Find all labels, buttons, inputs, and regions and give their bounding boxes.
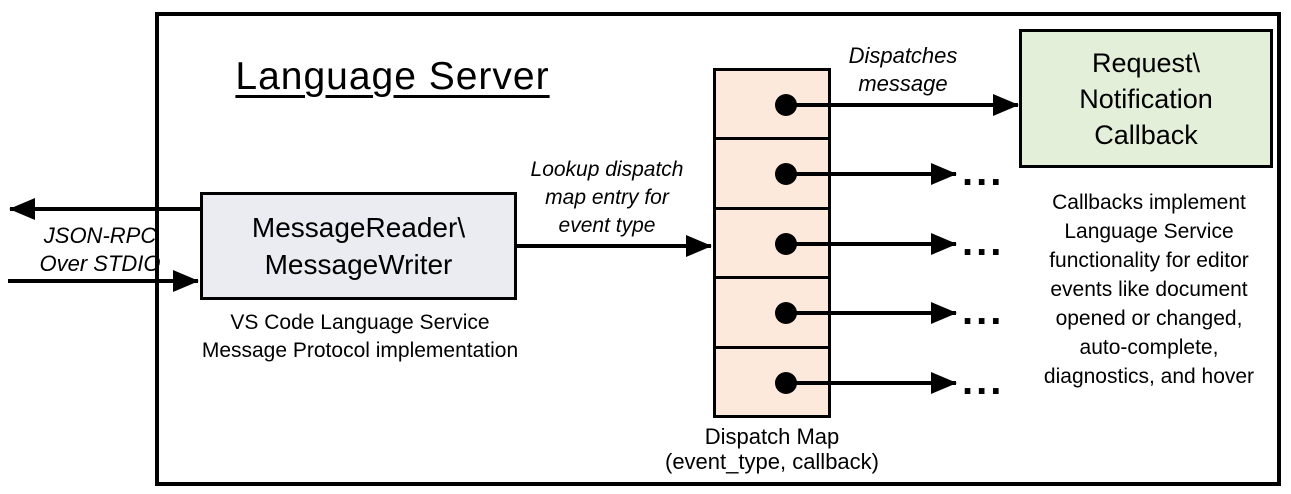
dispatch-map-cell bbox=[716, 206, 828, 276]
request-notification-callback-label: Request\ Notification Callback bbox=[1079, 47, 1213, 150]
json-rpc-stdio-label: JSON-RPC Over STDIO bbox=[39, 223, 161, 276]
dispatch-map-caption: Dispatch Map (event_type, callback) bbox=[665, 424, 879, 474]
ellipsis-row-5: ... bbox=[962, 359, 1005, 403]
dispatch-map bbox=[713, 68, 831, 418]
ellipsis-row-4: ... bbox=[962, 289, 1005, 333]
dispatches-message-label: Dispatches message bbox=[848, 43, 958, 96]
dispatch-map-cell bbox=[716, 345, 828, 415]
request-notification-callback-box: Request\ Notification Callback bbox=[1019, 29, 1273, 168]
ellipsis-row-3: ... bbox=[962, 220, 1005, 264]
dispatch-map-cell bbox=[716, 276, 828, 345]
lookup-dispatch-label: Lookup dispatch map entry for event type bbox=[530, 158, 684, 237]
dispatch-map-cell bbox=[716, 137, 828, 206]
language-server-boundary bbox=[155, 12, 1281, 486]
message-reader-writer-box: MessageReader\ MessageWriter bbox=[200, 192, 517, 300]
message-reader-writer-caption: VS Code Language Service Message Protoco… bbox=[201, 311, 519, 362]
ellipsis-row-2: ... bbox=[962, 150, 1005, 194]
dispatch-map-cell bbox=[716, 71, 828, 137]
diagram-title: Language Server bbox=[235, 55, 550, 98]
callbacks-note: Callbacks implement Language Service fun… bbox=[1043, 191, 1255, 388]
message-reader-writer-label: MessageReader\ MessageWriter bbox=[251, 212, 466, 280]
